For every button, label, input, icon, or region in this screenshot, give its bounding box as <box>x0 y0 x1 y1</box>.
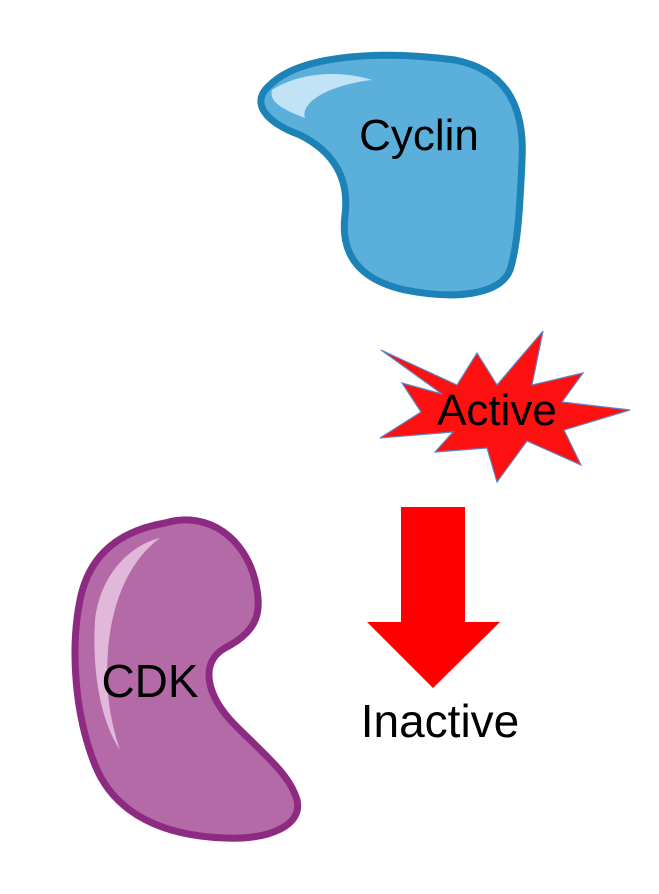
active-label: Active <box>437 386 557 435</box>
cdk-protein-icon <box>71 516 302 842</box>
cyclin-highlight <box>271 74 372 118</box>
active-burst: Active <box>379 330 631 484</box>
cyclin-protein: Cyclin <box>257 51 526 299</box>
cyclin-protein-icon <box>257 51 526 299</box>
cdk-highlight <box>94 538 160 750</box>
starburst-icon <box>379 330 631 484</box>
cdk-label: CDK <box>101 655 198 707</box>
cyclin-label: Cyclin <box>359 111 479 160</box>
inactive-label: Inactive <box>361 695 520 747</box>
arrow-down-icon <box>367 507 500 688</box>
cdk-protein: CDK <box>71 516 302 842</box>
